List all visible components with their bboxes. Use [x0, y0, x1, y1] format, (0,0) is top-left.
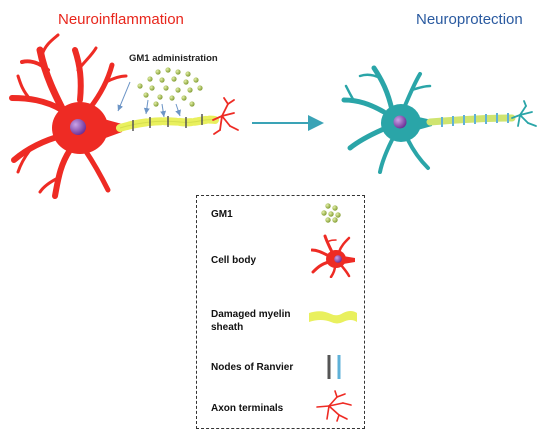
- legend-label-gm1: GM1: [211, 209, 233, 220]
- gm1-administration-label: GM1 administration: [129, 53, 218, 64]
- gm1-particles: [137, 67, 203, 107]
- legend-label-axon-terminals: Axon terminals: [211, 403, 284, 414]
- neuroinflammation-title: Neuroinflammation: [58, 11, 184, 28]
- healthy-neuron: [341, 65, 432, 174]
- legend-label-damaged-myelin: Damaged myelin sheath: [211, 309, 291, 333]
- legend-label-nodes-of-ranvier: Nodes of Ranvier: [211, 362, 294, 373]
- nodes-of-ranvier-icon: [327, 355, 341, 379]
- inflamed-axon-terminal: [212, 97, 239, 135]
- legend-label-cell-body: Cell body: [211, 255, 257, 266]
- neuroprotection-title: Neuroprotection: [416, 11, 523, 28]
- damaged-myelin-icon: [309, 311, 357, 324]
- nucleus-icon: [70, 119, 86, 135]
- gm1-particles-icon: [321, 203, 341, 223]
- cell-body-icon: [311, 234, 355, 278]
- healthy-axon-terminal: [511, 100, 537, 127]
- gm1-administration-arrows: [117, 81, 181, 118]
- healthy-axon: [426, 113, 516, 127]
- axon-terminals-icon: [316, 390, 352, 422]
- inflamed-neuron: [9, 33, 128, 199]
- legend-box: GM1 Cell body Damaged myelin sheath Node…: [196, 195, 365, 429]
- damaged-axon: [116, 114, 219, 132]
- nucleus-icon: [393, 115, 407, 129]
